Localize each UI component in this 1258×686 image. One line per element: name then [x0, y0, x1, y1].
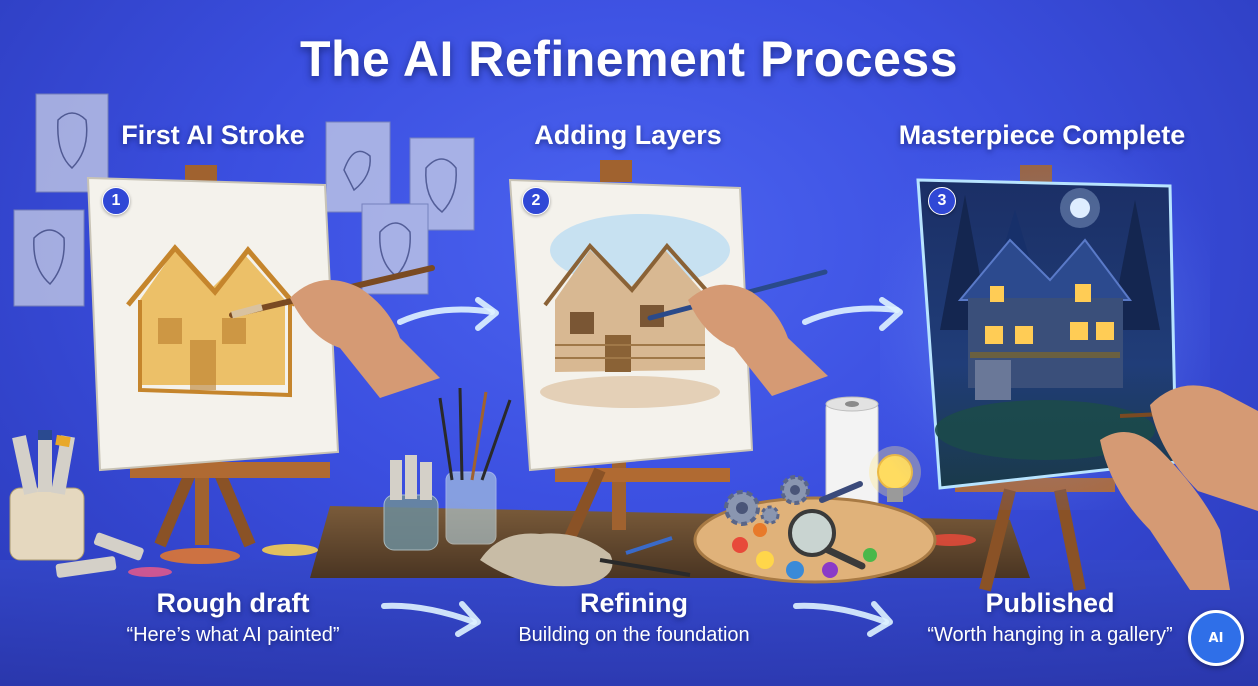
logo-text: AI	[1208, 630, 1224, 646]
step-1-caption-sub: “Here’s what AI painted”	[126, 624, 340, 646]
arrow-icons	[381, 297, 903, 637]
step-2-caption-title: Refining	[580, 588, 688, 618]
step-3-caption-title: Published	[985, 588, 1115, 618]
canvas-3	[916, 178, 1178, 490]
magnifier-icon	[788, 509, 866, 570]
step-3-heading: Masterpiece Complete	[898, 120, 1186, 150]
paint-rag	[480, 533, 613, 587]
page-title: The AI Refinement Process	[299, 31, 959, 87]
canvas-1	[86, 176, 340, 472]
step-1-heading: First AI Stroke	[121, 120, 305, 150]
step-3-caption-sub: “Worth hanging in a gallery”	[927, 624, 1173, 646]
step-2-heading: Adding Layers	[534, 120, 722, 150]
rough-house-sketch	[126, 244, 297, 398]
painting-hand-2	[647, 269, 828, 396]
cabin-painting	[957, 238, 1132, 400]
loose-brushes	[599, 481, 863, 577]
wall-sketches-left	[13, 93, 109, 307]
refined-house-sketch	[540, 242, 720, 408]
floor-band	[0, 560, 1258, 686]
painting-hands-3	[1100, 385, 1258, 590]
step-3-number-badge: 3	[928, 187, 956, 215]
step-2-number-badge: 2	[522, 187, 550, 215]
paint-tube-jar	[9, 430, 144, 578]
easel-1	[130, 165, 330, 548]
gear-icons	[724, 475, 810, 526]
wall-sketches-middle	[325, 121, 475, 295]
brush-jar	[383, 387, 512, 551]
paint-splatters	[128, 534, 976, 577]
step-2-caption-sub: Building on the foundation	[518, 624, 750, 646]
ai-chip-logo-icon: AI	[1188, 610, 1244, 666]
step-1-number-badge: 1	[102, 187, 130, 215]
painting-hand-1	[229, 265, 440, 398]
step-1-caption-title: Rough draft	[156, 588, 310, 618]
canvas-2	[508, 178, 754, 472]
easel-2	[554, 160, 730, 563]
